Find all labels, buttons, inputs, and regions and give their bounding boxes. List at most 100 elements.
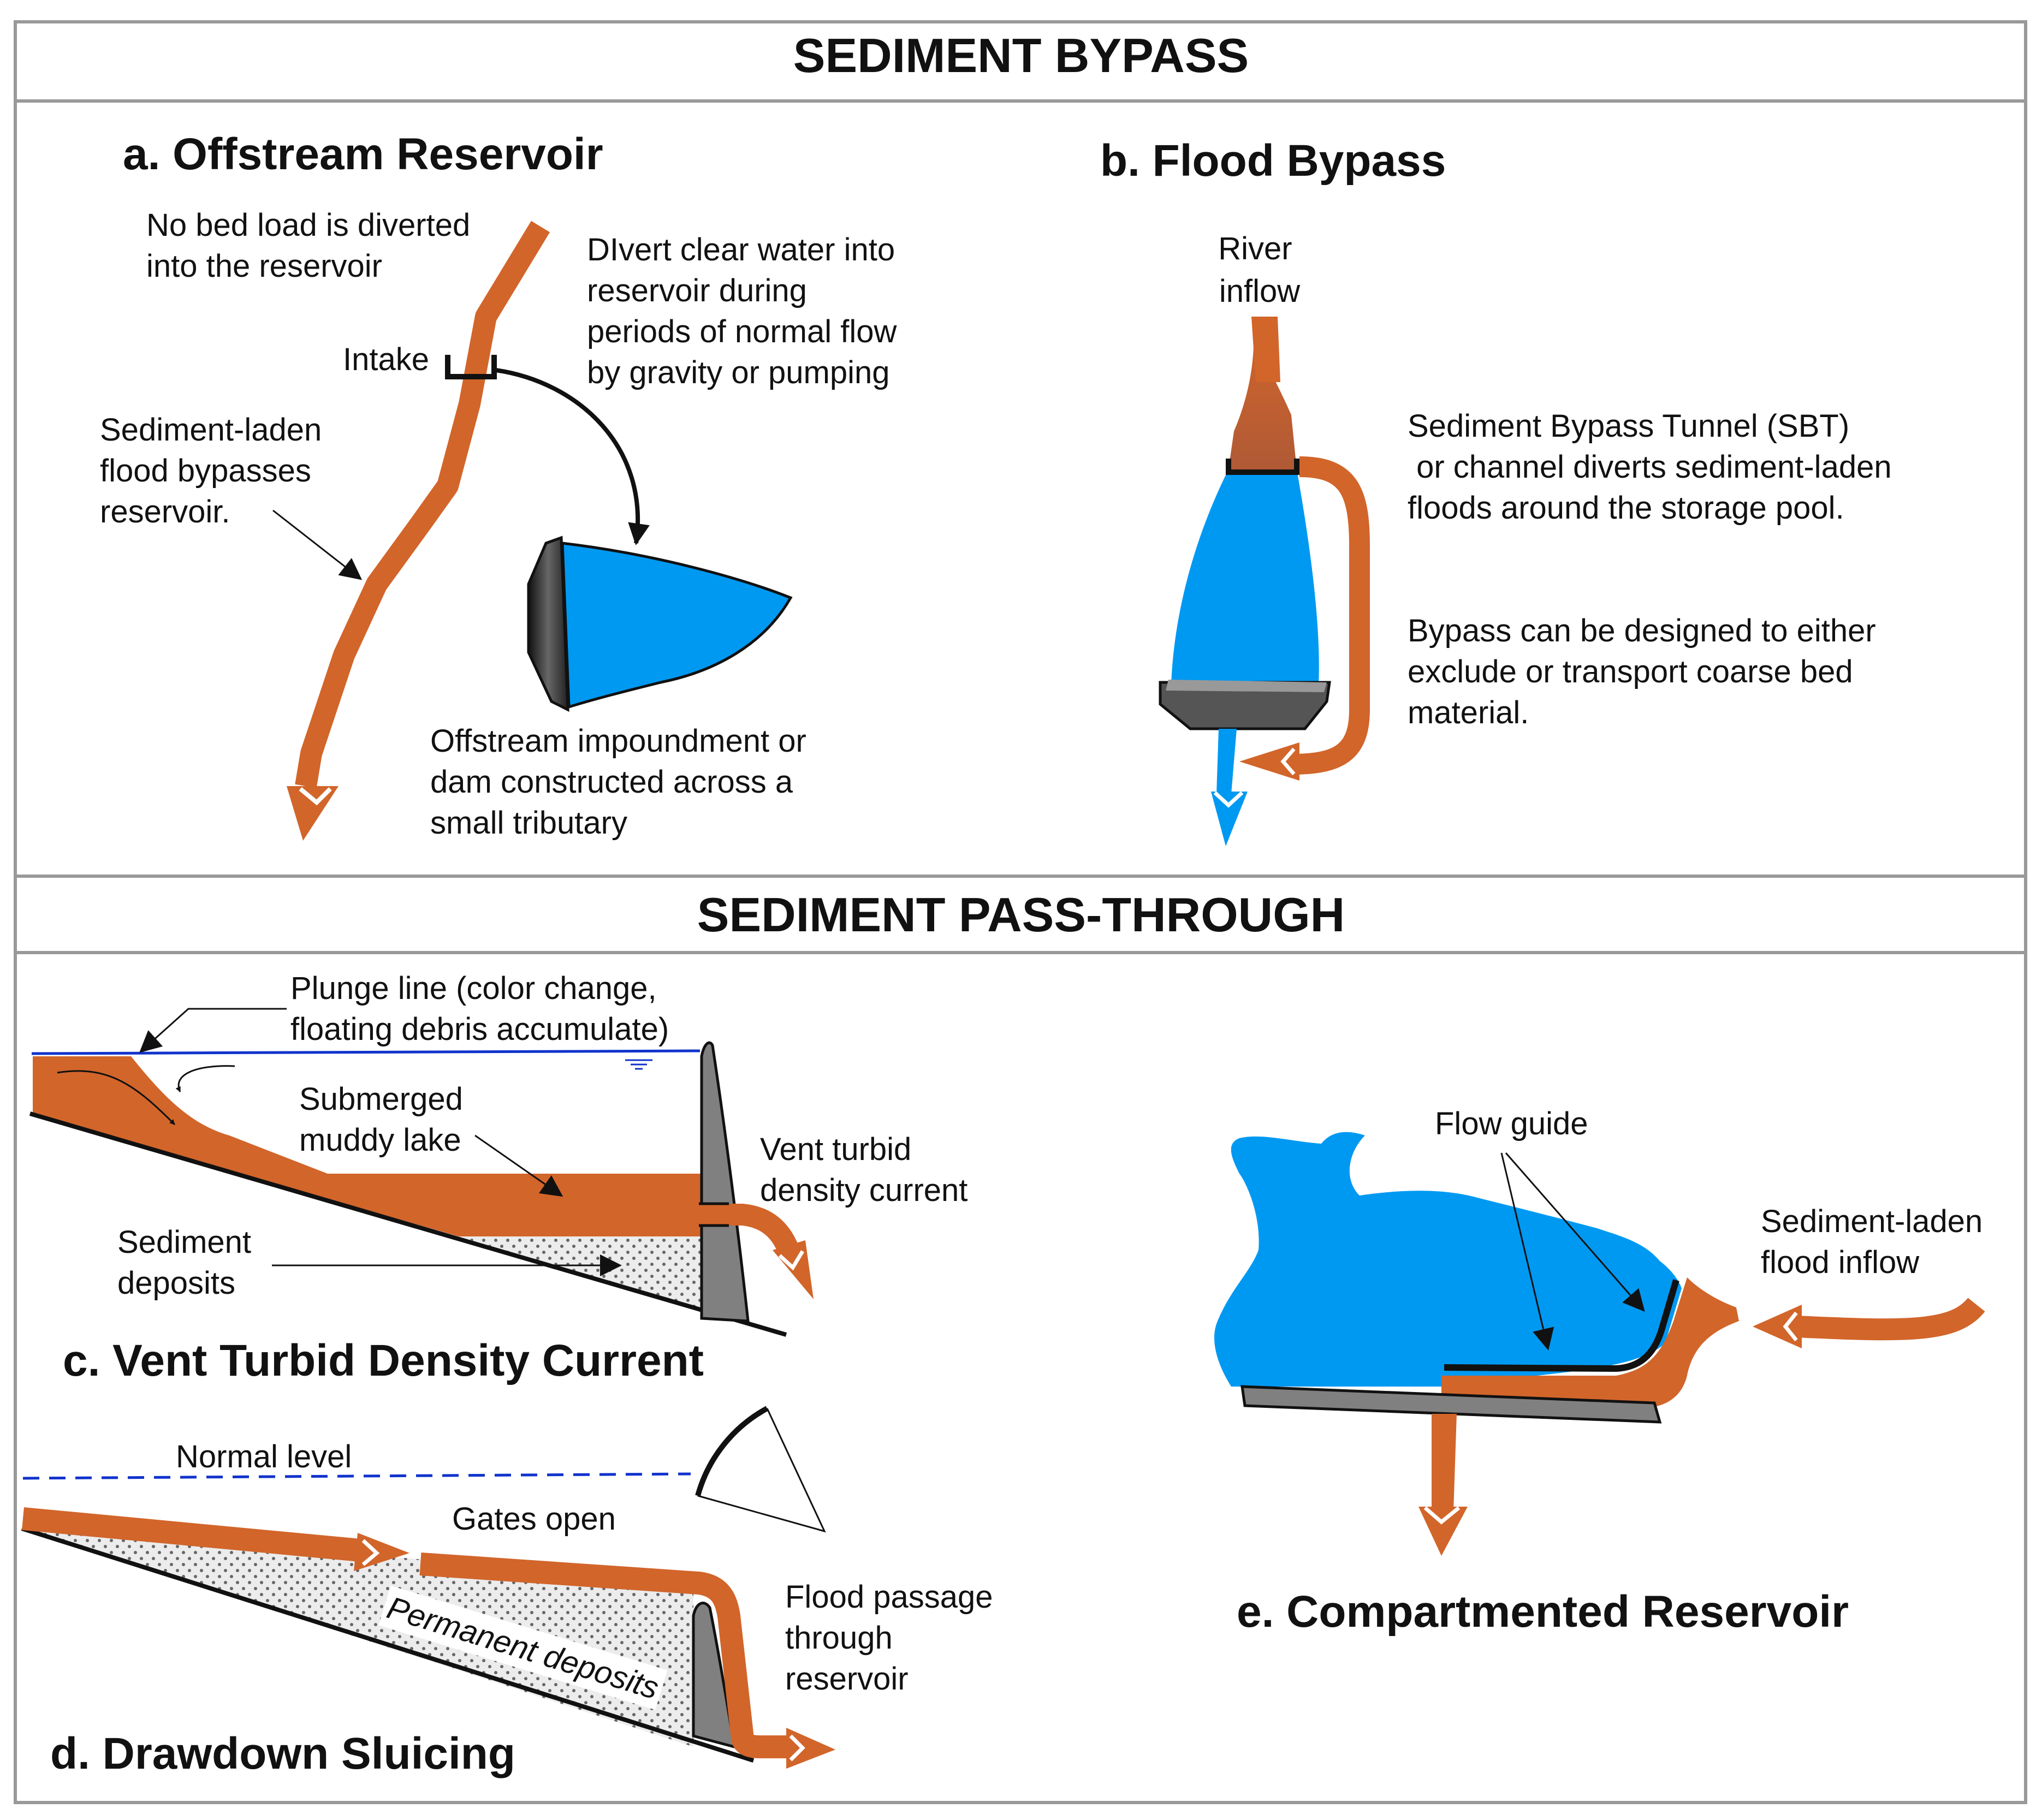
- panel-a: a. Offstream Reservoir No bed load is di…: [100, 129, 906, 841]
- plunge-flow-arrow-1: [57, 1070, 176, 1126]
- panel-c-title: c. Vent Turbid Density Current: [63, 1336, 704, 1385]
- bypass-design-line-1: Bypass can be designed to either: [1408, 613, 1876, 649]
- flood-flow-upstream: [22, 1507, 361, 1562]
- sediment-laden-pointer: [272, 509, 363, 580]
- flow-guide-label: Flow guide: [1435, 1106, 1588, 1141]
- reservoir-bed-d: [21, 1526, 755, 1763]
- inflow-top: [1251, 317, 1280, 382]
- submerged-line-1: Submerged: [299, 1081, 463, 1117]
- deposits-line-1: Sediment: [117, 1224, 251, 1260]
- flow-guide-wall: [1444, 1279, 1679, 1372]
- panel-b: b. Flood Bypass River inflow Sediment By…: [1100, 136, 1901, 846]
- dam-b: [1159, 681, 1331, 730]
- panel-a-title: a. Offstream Reservoir: [123, 129, 603, 179]
- sediment-laden-line-2: flood bypasses: [100, 453, 311, 489]
- compartment-pool: [1214, 1132, 1682, 1387]
- bypass-outlet-chevron: [1280, 747, 1296, 776]
- plunge-line-1: Plunge line (color change,: [290, 971, 657, 1006]
- bypass-intake-gate: [1226, 459, 1299, 475]
- outflow-chevron-e: [1423, 1506, 1461, 1525]
- inflow-text-e: Sediment-laden flood inflow: [1761, 1204, 1991, 1280]
- inflow-channel-e: [1796, 1297, 1985, 1341]
- gates-open-label: Gates open: [452, 1501, 616, 1537]
- outflow-arrow-e: [1418, 1507, 1468, 1556]
- outflow-arrow-b: [1211, 792, 1248, 846]
- flood-passage-line-3: reservoir: [785, 1661, 909, 1697]
- outflow-channel-e: [1432, 1414, 1457, 1512]
- flood-flow-downstream: [419, 1553, 792, 1758]
- plunge-flow-arrow-2: [175, 1065, 235, 1092]
- plunge-callout-arrow: [139, 1008, 287, 1053]
- sediment-channel-e: [1441, 1277, 1739, 1408]
- water-surface-c: [31, 1049, 701, 1055]
- river-outlet-arrow-a: [287, 786, 339, 841]
- divert-line-2: reservoir during: [587, 273, 807, 308]
- dam-e: [1240, 1385, 1662, 1424]
- bypass-tunnel: [1291, 456, 1370, 775]
- no-bedload-text: No bed load is diverted into the reservo…: [146, 207, 479, 284]
- water-level-symbol-c: [625, 1059, 652, 1070]
- permanent-deposits-label-box: [378, 1585, 668, 1710]
- dam-c: [700, 1041, 750, 1323]
- bypass-design-line-2: exclude or transport coarse bed: [1408, 654, 1853, 689]
- deposits-text: Sediment deposits: [117, 1224, 260, 1301]
- panel-e: Flow guide Sediment-laden flood inflow e…: [1214, 1106, 1991, 1637]
- flow-guide-callout-1: [1500, 1152, 1554, 1351]
- flood-passage-line-2: through: [785, 1620, 893, 1656]
- submerged-callout-arrow: [474, 1134, 563, 1197]
- plunge-line-2: floating debris accumulate): [290, 1012, 669, 1047]
- sbt-line-3: floods around the storage pool.: [1408, 490, 1844, 526]
- flood-flow-arrow-2: [786, 1728, 835, 1769]
- bypass-design-line-3: material.: [1408, 695, 1529, 730]
- offstream-line-1: Offstream impoundment or: [430, 723, 806, 759]
- outflow-channel-b: [1216, 729, 1237, 794]
- diversion-arrow: [495, 368, 650, 545]
- intake-bracket: [445, 355, 497, 379]
- sediment-laden-line-3: reservoir.: [100, 494, 230, 530]
- panel-d-title: d. Drawdown Sluicing: [50, 1729, 515, 1779]
- sbt-line-1: Sediment Bypass Tunnel (SBT): [1408, 408, 1849, 444]
- sbt-line-2: or channel diverts sediment-laden: [1408, 449, 1892, 485]
- flood-passage-text: Flood passage through reservoir: [785, 1579, 1002, 1697]
- divert-line-4: by gravity or pumping: [587, 355, 889, 390]
- normal-level-line: [22, 1472, 691, 1480]
- offstream-dam: [527, 536, 569, 712]
- storage-pool: [1171, 469, 1319, 685]
- inflow-e-line-2: flood inflow: [1761, 1245, 1920, 1280]
- dam-crest-b: [1166, 680, 1327, 692]
- bypass-outlet-arrow: [1239, 742, 1299, 781]
- offstream-line-2: dam constructed across a: [430, 764, 793, 800]
- river-outlet-chevron-a: [299, 787, 332, 806]
- submerged-line-2: muddy lake: [299, 1122, 461, 1158]
- outflow-chevron-b: [1213, 791, 1244, 808]
- flood-flow-chevron-2: [789, 1734, 805, 1762]
- sbt-text: Sediment Bypass Tunnel (SBT) or channel …: [1408, 408, 1901, 526]
- turbid-density-current: [33, 1056, 705, 1236]
- divert-text: DIvert clear water into reservoir during…: [587, 232, 906, 390]
- river-inflow-line-1: River: [1218, 231, 1292, 266]
- offstream-line-3: small tributary: [430, 805, 627, 841]
- section-title-pass-through: SEDIMENT PASS-THROUGH: [697, 888, 1345, 942]
- outer-frame: [14, 20, 2027, 1804]
- panel-e-title: e. Compartmented Reservoir: [1237, 1587, 1849, 1637]
- frames: [14, 20, 2027, 1804]
- river-inflow-text: River inflow: [1218, 231, 1301, 309]
- inflow-arrow-e: [1753, 1305, 1802, 1348]
- submerged-text: Submerged muddy lake: [299, 1081, 472, 1158]
- flow-guide-callout-2: [1505, 1152, 1645, 1312]
- vent-outlet-chevron: [778, 1250, 805, 1271]
- bypass-design-text: Bypass can be designed to either exclude…: [1408, 613, 1885, 730]
- no-bedload-line-1: No bed load is diverted: [146, 207, 470, 243]
- panel-c: Plunge line (color change, floating debr…: [29, 971, 967, 1385]
- panel-d: Normal level Gates open Flood passage th…: [21, 1406, 1002, 1779]
- plunge-text: Plunge line (color change, floating debr…: [290, 971, 669, 1047]
- inflow-chevron-e: [1783, 1311, 1798, 1342]
- river-inflow-channel: [1228, 322, 1297, 469]
- radial-gate-arms: [697, 1408, 826, 1533]
- deposits-line-2: deposits: [117, 1265, 235, 1301]
- flood-passage-line-1: Flood passage: [785, 1579, 993, 1615]
- panel-b-title: b. Flood Bypass: [1100, 136, 1446, 186]
- radial-gate-arc: [695, 1406, 769, 1497]
- sediment-laden-text: Sediment-laden flood bypasses reservoir.: [100, 412, 330, 530]
